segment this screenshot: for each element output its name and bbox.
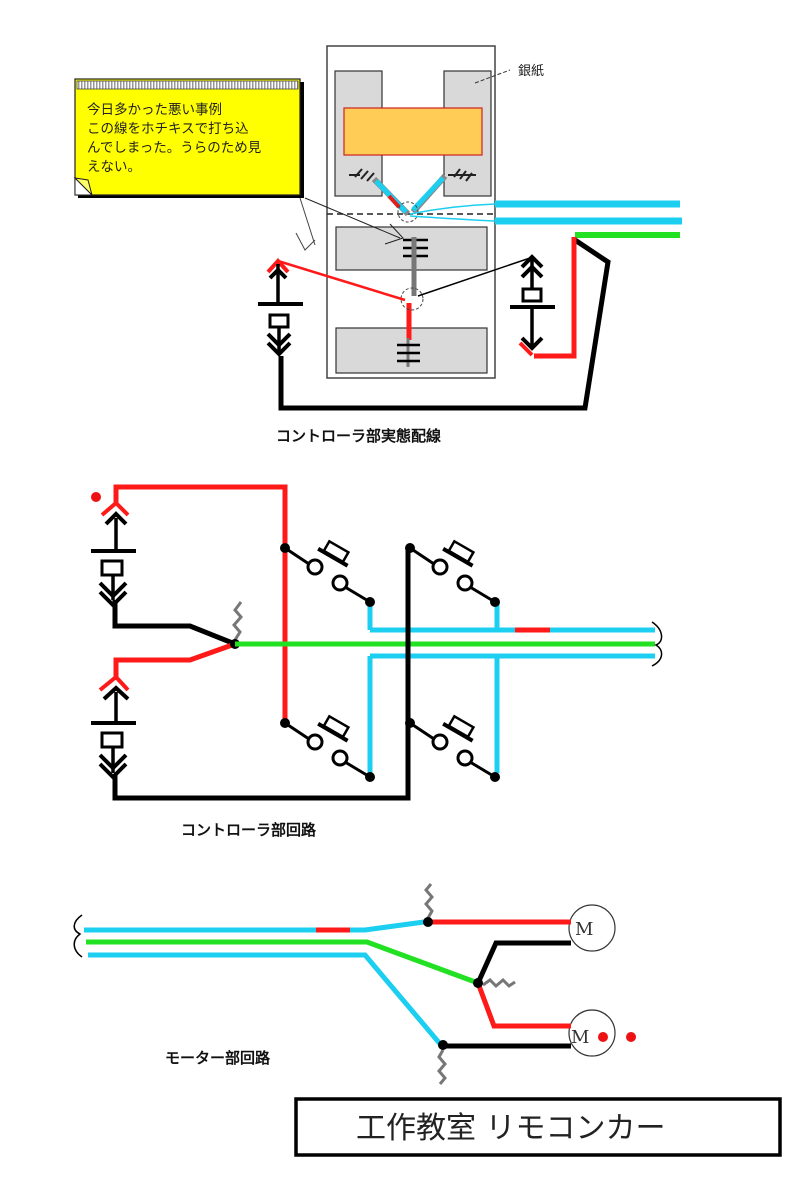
switch-terminal-dot [365,772,375,782]
cable-break-symbol-right [651,621,663,667]
black-wire-right [417,257,531,297]
title-text: 工作教室 リモコンカー [356,1111,666,1146]
push-switch [405,539,500,607]
red-return-wire [534,237,577,359]
cable-break-symbol-left [73,914,83,958]
push-switch [280,539,375,607]
title-box: 工作教室 リモコンカー [294,1097,782,1157]
output-cable [409,200,682,238]
polarity-dot-top [91,492,101,502]
motor-lower-label: M [571,1027,589,1048]
spring-icon-top [424,883,434,919]
note-binding-strip [76,80,299,90]
switch-terminal-dot [405,718,415,728]
lower-motor-red-wire [475,982,571,1029]
controller-circuit-caption: コントローラ部回路 [181,821,317,839]
motor-upper-label: M [575,919,593,940]
motor-cable-cyan-bottom [88,952,443,1047]
foil-leader-line [474,69,511,84]
note-pointer-2 [304,197,401,239]
controller-circuit: コントローラ部回路 [91,484,663,839]
right-switch-symbol [510,254,555,357]
controller-physical-wiring: 今日多かった悪い事例 この線をホチキスで打ち込 んでしまった。うらのため見 えな… [73,45,682,445]
bottom-battery-switch-symbol [91,674,136,780]
switch-terminal-dot [405,543,415,553]
title-frame [294,1097,782,1157]
wiring-caption: コントローラ部実態配線 [276,427,441,445]
spring-icon-middle [482,977,516,989]
note-pointer-1 [299,197,316,246]
switch-terminal-dot [490,597,500,607]
switch-terminal-dot [490,772,500,782]
note-line-1: 今日多かった悪い事例 [87,101,222,118]
motor-circuit-caption: モーター部回路 [165,1049,271,1067]
spring-icon-bottom [437,1049,447,1085]
polarity-dot-outside [626,1032,636,1042]
polarity-dot-motor [598,1032,608,1042]
motor-circuit: M M モーター部回路 [73,883,636,1085]
motor-cable-cyan-top [84,919,425,933]
junction-dot-bottom [438,1040,448,1050]
battery [343,107,483,156]
top-v-wires [371,174,448,217]
push-button-cap [317,539,351,568]
note-line-4: えない。 [87,159,141,175]
switch-terminal-dot [280,543,290,553]
bottom-junction-circle [400,287,424,311]
motor-cable-green [86,939,479,986]
red-bottom-wire [113,641,236,680]
push-button-cap [442,714,476,743]
push-button-cap [442,539,476,568]
bottom-staple [397,343,420,363]
black-bottom-wire [112,550,411,801]
motor-upper [568,904,616,952]
push-switch [405,714,500,782]
note-body [74,78,301,196]
warning-note: 今日多かった悪い事例 この線をホチキスで打ち込 んでしまった。うらのため見 えな… [73,78,304,198]
push-switch [280,714,375,782]
left-switch-symbol [258,258,303,357]
left-contact-hatch [349,168,375,182]
right-contact-hatch [448,168,476,182]
spring-icon-center [232,601,243,641]
foil-label: 銀紙 [518,64,544,79]
red-wire-left [277,259,406,302]
motor-lower [568,1009,616,1057]
push-button-cap [317,714,351,743]
black-loop-wire [278,237,611,411]
red-top-wire [113,484,288,727]
switch-terminal-dot [280,718,290,728]
push-switch-group [280,539,500,782]
junction-dot-top [423,917,433,927]
black-top-wire [112,600,236,647]
switch-terminal-dot [365,597,375,607]
top-battery-switch-symbol [91,500,136,608]
note-line-3: んでしまった。うらのため見 [87,140,261,156]
upper-motor-black-wire [475,940,571,985]
note-line-2: この線をホチキスで打ち込 [87,120,249,137]
junction-dot-middle [473,978,483,988]
